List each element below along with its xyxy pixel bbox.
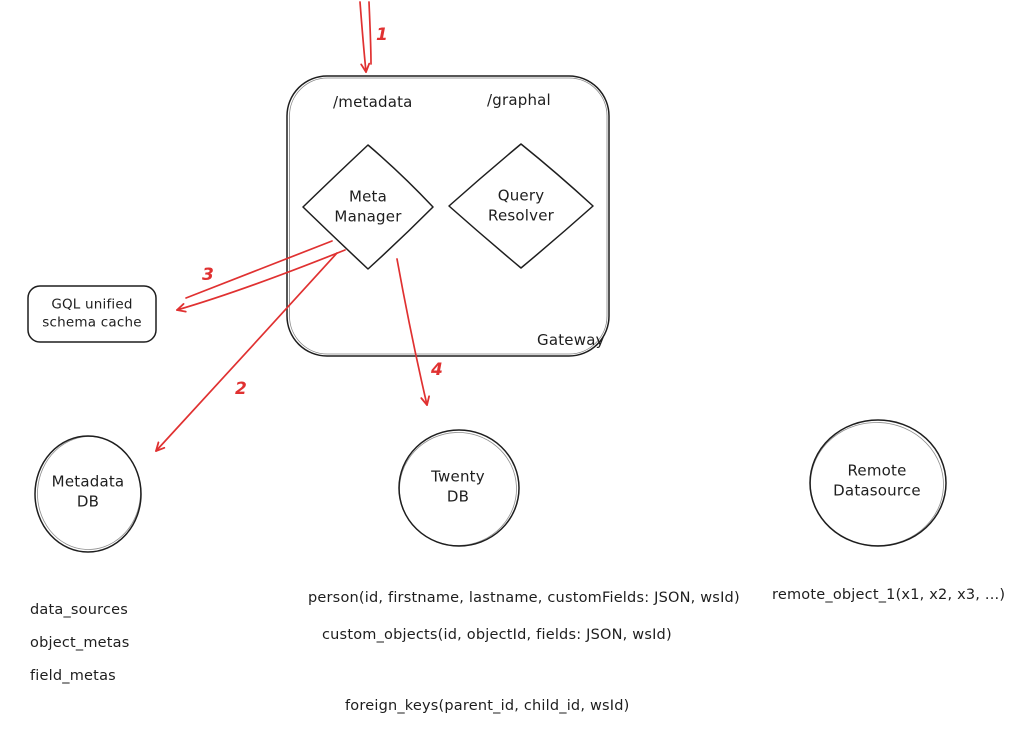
metadata-table-field-metas: field_metas [30, 668, 116, 685]
metadata-db-circle [34, 435, 142, 553]
arrow-2-number: 2 [235, 379, 248, 399]
arrow-2 [155, 252, 338, 452]
gateway-box [286, 75, 610, 357]
person-table-annotation: person(id, firstname, lastname, customFi… [308, 590, 740, 606]
metadata-table-data-sources: data_sources [30, 601, 129, 618]
custom-objects-table-annotation: custom_objects(id, objectId, fields: JSO… [322, 627, 672, 643]
arrow-4 [396, 258, 430, 406]
gateway-endpoint-metadata-label: /metadata [333, 93, 413, 111]
remote-object-annotation: remote_object_1(x1, x2, x3, ...) [772, 587, 1006, 603]
arrow-1 [359, 1, 371, 73]
arrow-3 [176, 249, 346, 313]
arrow-1-number: 1 [376, 25, 389, 45]
meta-manager-label: Meta Manager [334, 187, 402, 226]
metadata-db-circle-sketch [37, 436, 141, 550]
metadata-table-object-metas: object_metas [30, 635, 130, 652]
schema-cache-label: GQL unified schema cache [42, 296, 142, 330]
metadata-db-label: Metadata DB [51, 472, 125, 511]
meta-manager-diamond [302, 144, 434, 270]
schema-cache-box [27, 285, 157, 343]
remote-datasource-circle [809, 419, 947, 547]
query-resolver-diamond [448, 143, 594, 269]
twenty-db-circle [398, 429, 520, 547]
gateway-label: Gateway [537, 331, 605, 349]
query-resolver-label: Query Resolver [487, 186, 555, 225]
foreign-keys-annotation: foreign_keys(parent_id, child_id, wsId) [345, 698, 630, 714]
twenty-db-label: Twenty DB [431, 467, 485, 506]
gateway-endpoint-graphql-label: /graphal [487, 91, 551, 109]
gateway-box-sketch-line [289, 77, 608, 355]
remote-datasource-label: Remote Datasource [833, 461, 921, 500]
arrow-4-number: 4 [431, 360, 444, 380]
arrow-3-number: 3 [202, 265, 215, 285]
arrow-1-second-stroke [368, 1, 372, 65]
remote-datasource-circle-sketch [810, 422, 944, 546]
metadata-db-tables: data_sources object_metas field_metas [30, 585, 130, 702]
arrow-3-second-stroke [185, 240, 333, 299]
twenty-db-circle-sketch [399, 432, 517, 546]
